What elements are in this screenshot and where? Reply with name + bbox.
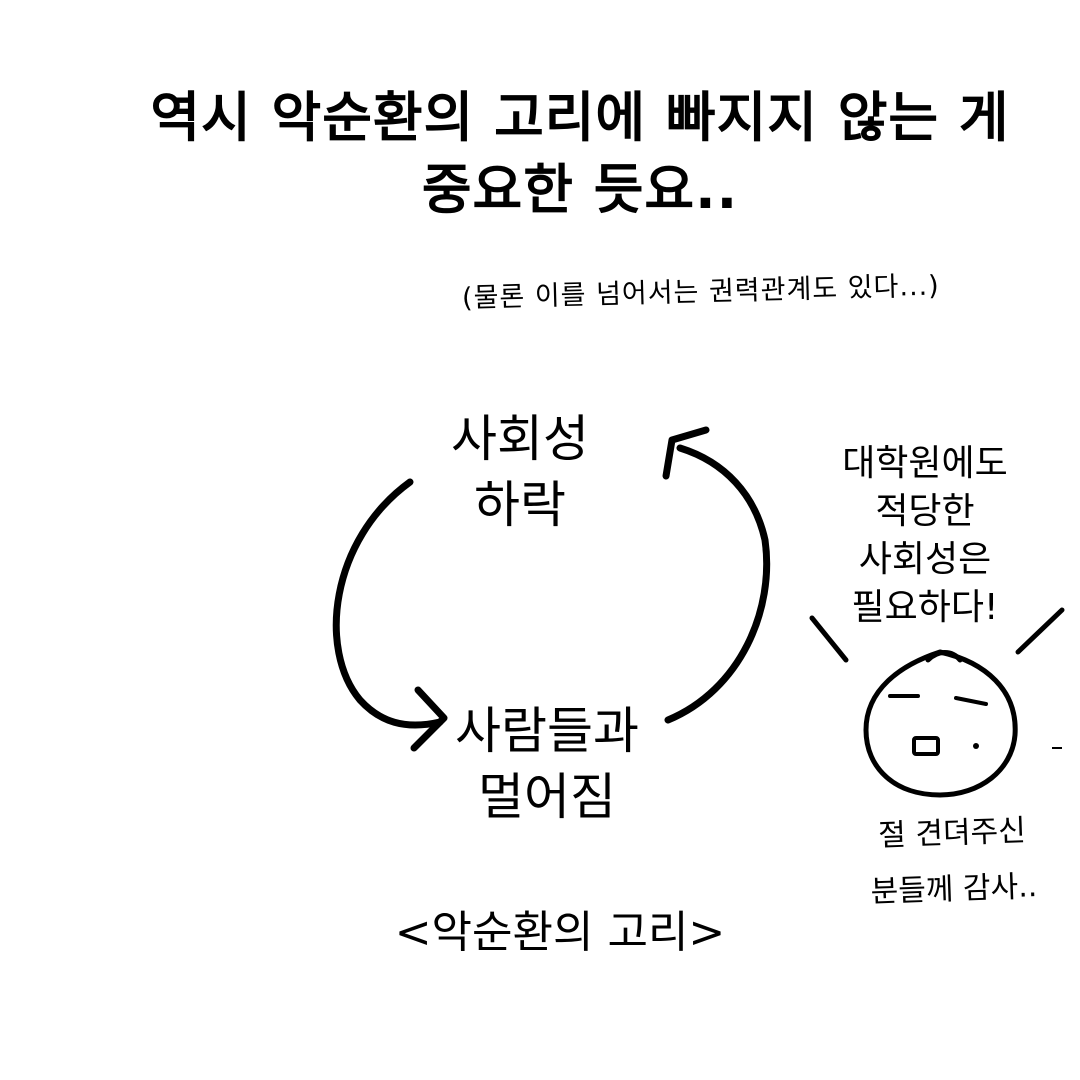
left-arrowhead [410,686,448,752]
character [809,607,1065,798]
thanks-line-2: 분들께 감사.. [870,869,1038,910]
cheek-dot [973,743,979,749]
right-arrowhead [662,426,710,480]
right-arc-arrow [664,444,771,724]
head-tuft [925,650,963,663]
main-title: 역시 악순환의 고리에 빠지지 않는 게 중요한 듯요.. [60,82,1080,226]
emphasis-line-left [809,615,849,663]
round-blob-face-icon [863,649,1018,798]
main-title-line-1: 역시 악순환의 고리에 빠지지 않는 게 [150,86,1010,149]
speech-text: 대학원에도 적당한 사회성은 필요하다! [800,440,1050,632]
speech-line-3: 사회성은 [858,539,992,580]
cycle-bottom-label-line-1: 사람들과 [455,702,639,760]
cycle-top-label-line-2: 하락 [474,476,566,534]
speech-line-1: 대학원에도 [842,443,1008,484]
cycle-caption: <악순환의 고리> [394,907,726,958]
cycle-bottom-label: 사람들과 멀어짐 [432,698,662,830]
emphasis-line-right [1015,607,1065,655]
left-arc-arrow [332,478,444,729]
cycle-top-label-line-1: 사회성 [451,410,589,468]
main-title-line-2: 중요한 듯요.. [421,158,739,221]
circular-arrow-icon [332,426,771,752]
speech-line-4: 필요하다! [851,587,999,628]
thanks-line-1: 절 견뎌주신 [877,813,1027,854]
mouth [912,736,940,756]
cycle-top-label: 사회성 하락 [420,406,620,538]
cycle-bottom-label-line-2: 멀어짐 [478,768,616,826]
thanks-note: 절 견뎌주신 분들께 감사.. [846,802,1060,921]
speech-line-2: 적당한 [875,491,975,532]
right-eye-line [954,696,988,706]
